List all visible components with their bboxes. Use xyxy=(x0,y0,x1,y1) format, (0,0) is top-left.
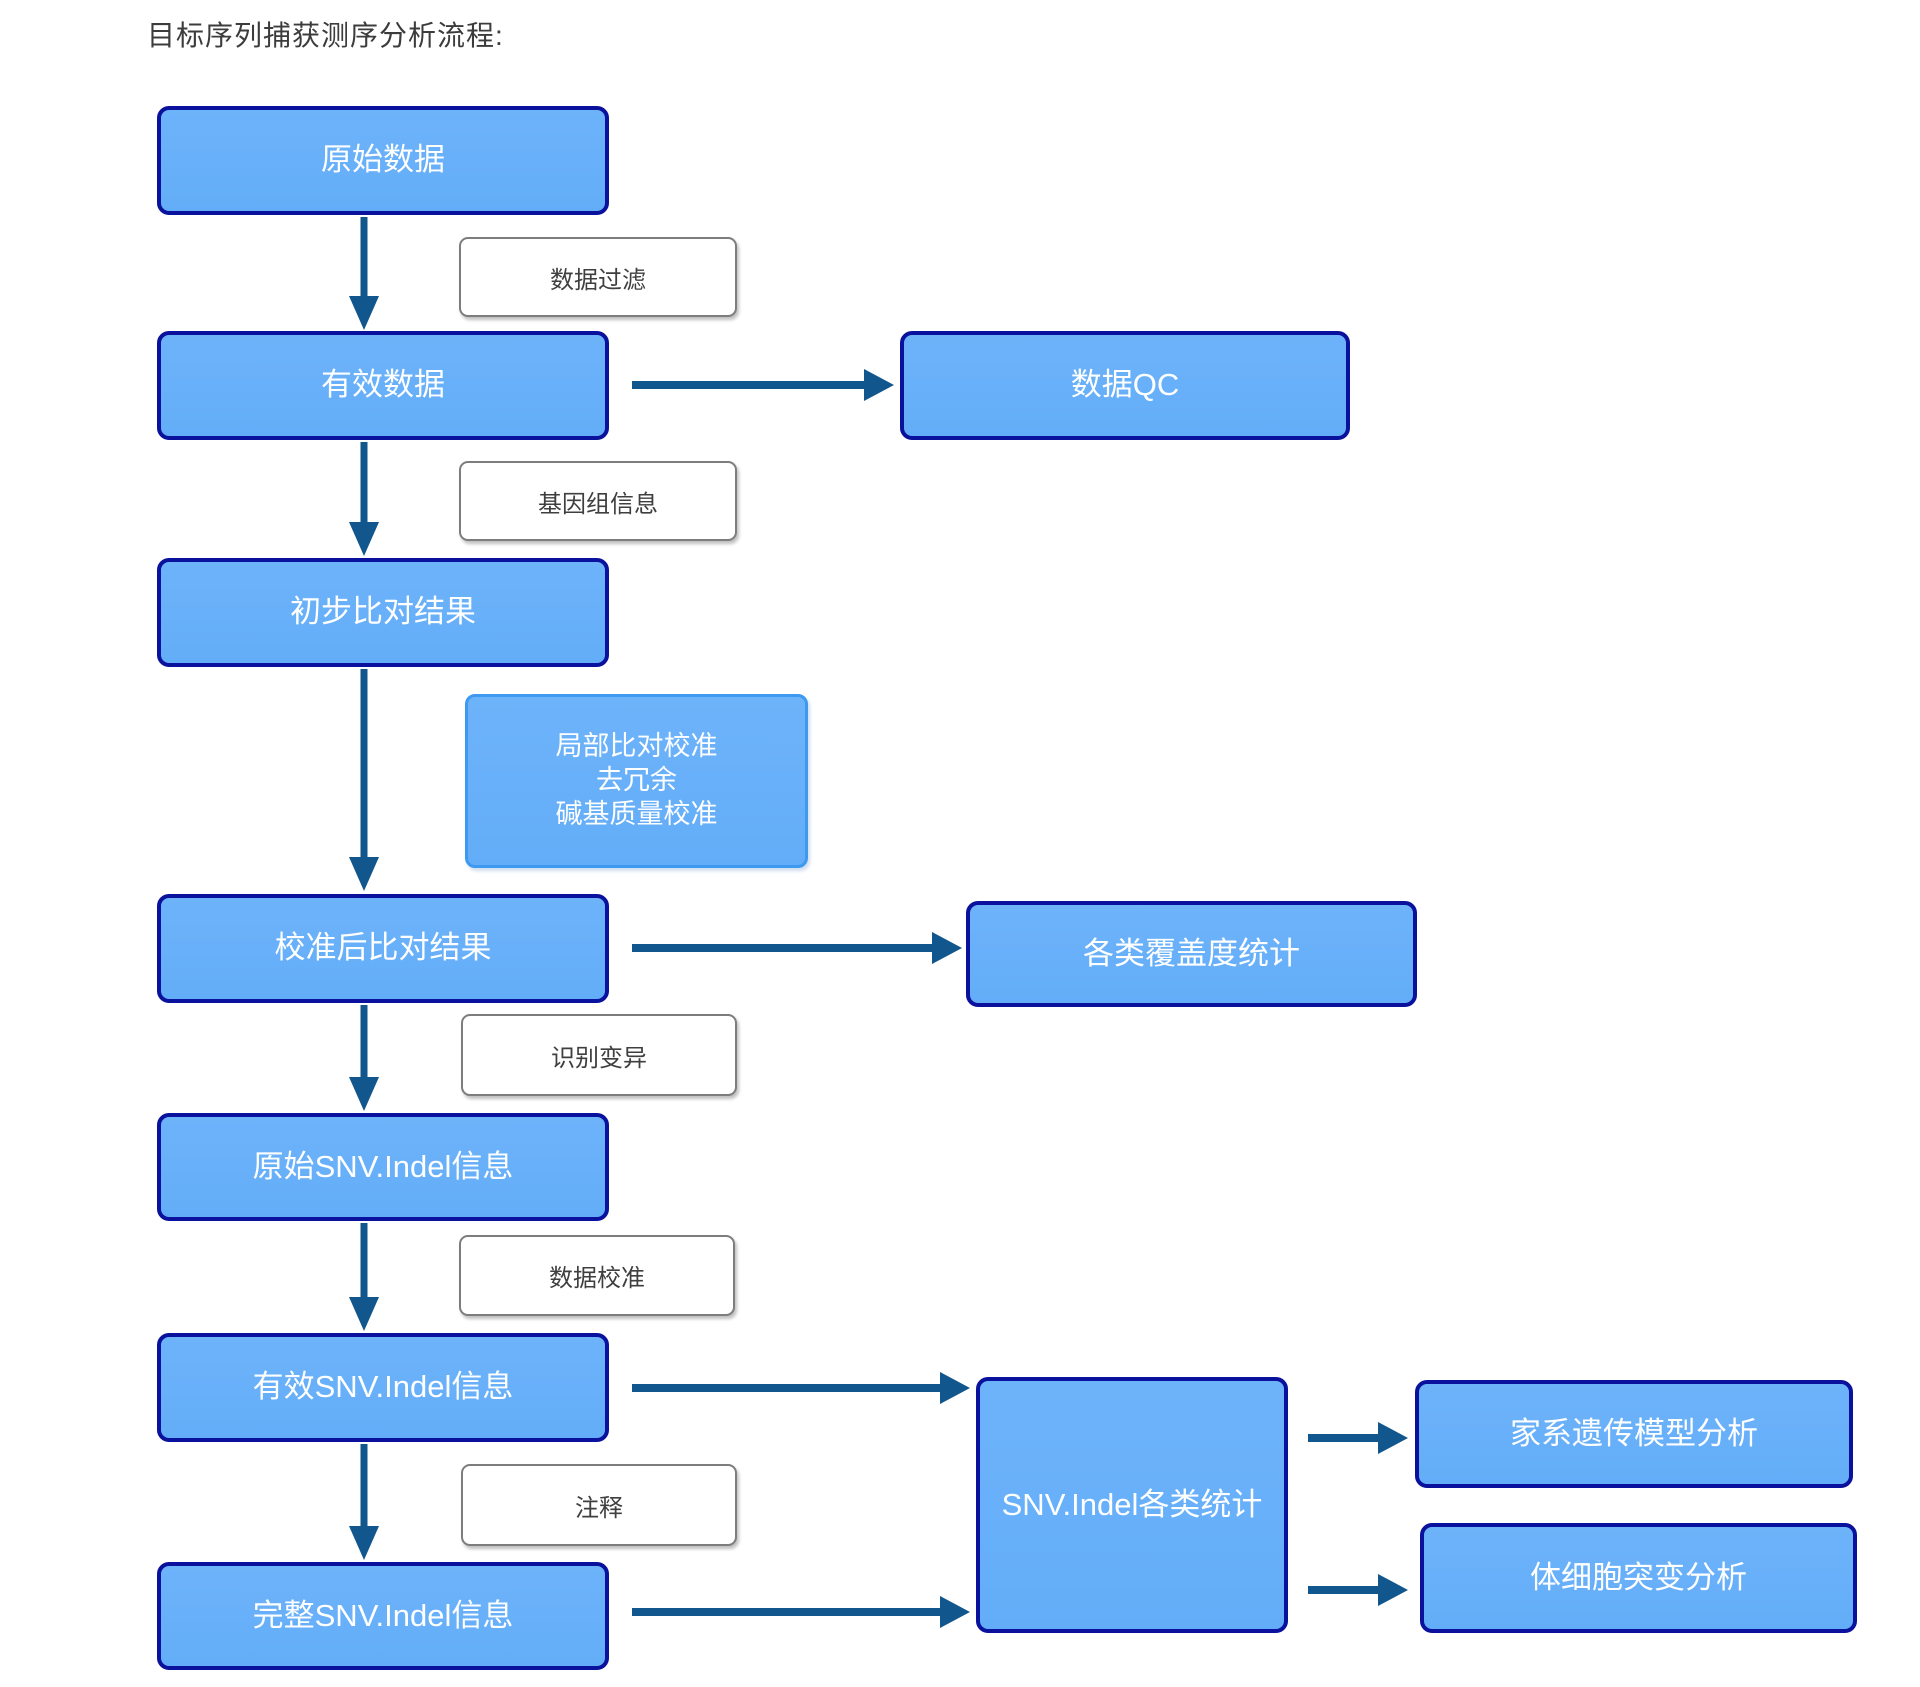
right-arrow-stats-to-somatic xyxy=(1308,1574,1408,1606)
process-label-realign-dedup-bqsr: 局部比对校准 去冗余 碱基质量校准 xyxy=(465,694,808,868)
right-arrow-calibrated-to-coverage xyxy=(632,932,962,964)
right-arrow-valid-snv-to-stats xyxy=(632,1372,970,1404)
step-label-data-filter: 数据过滤 xyxy=(459,237,737,317)
node-prelim-align-result: 初步比对结果 xyxy=(157,558,609,667)
down-arrow-valid-to-prelim xyxy=(348,442,380,556)
down-arrow-prelim-to-calibrated xyxy=(348,669,380,891)
step-label-variant-calling: 识别变异 xyxy=(461,1014,737,1096)
step-label-annotation: 注释 xyxy=(461,1464,737,1546)
node-raw-data: 原始数据 xyxy=(157,106,609,215)
down-arrow-calibrated-to-raw-snv xyxy=(348,1005,380,1111)
step-label-genome-info: 基因组信息 xyxy=(459,461,737,541)
down-arrow-valid-snv-to-complete-snv xyxy=(348,1444,380,1560)
down-arrow-raw-to-valid xyxy=(348,217,380,330)
node-raw-snv-indel: 原始SNV.Indel信息 xyxy=(157,1113,609,1221)
node-coverage-stats: 各类覆盖度统计 xyxy=(966,901,1417,1007)
node-complete-snv-indel: 完整SNV.Indel信息 xyxy=(157,1562,609,1670)
down-arrow-raw-snv-to-valid-snv xyxy=(348,1223,380,1331)
node-somatic-mutation-analysis: 体细胞突变分析 xyxy=(1420,1523,1857,1633)
node-valid-snv-indel: 有效SNV.Indel信息 xyxy=(157,1333,609,1442)
right-arrow-stats-to-pedigree xyxy=(1308,1422,1408,1454)
right-arrow-valid-data-to-qc xyxy=(632,369,894,401)
node-data-qc: 数据QC xyxy=(900,331,1350,440)
node-pedigree-model-analysis: 家系遗传模型分析 xyxy=(1415,1380,1853,1488)
node-calibrated-align-result: 校准后比对结果 xyxy=(157,894,609,1003)
node-valid-data: 有效数据 xyxy=(157,331,609,440)
diagram-title: 目标序列捕获测序分析流程: xyxy=(147,20,504,51)
node-snv-indel-stats: SNV.Indel各类统计 xyxy=(976,1377,1288,1633)
step-label-data-calibration: 数据校准 xyxy=(459,1235,735,1316)
right-arrow-complete-snv-to-stats xyxy=(632,1596,970,1628)
